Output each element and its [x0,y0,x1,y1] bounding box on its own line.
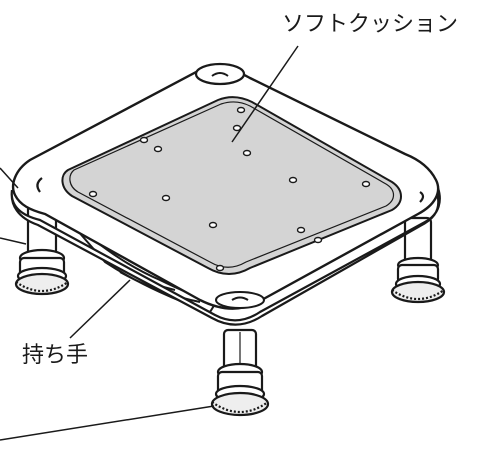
leader-handle [69,279,131,339]
leader-left-corner [0,167,19,189]
leg-front [210,328,270,417]
handle-label: 持ち手 [22,343,89,368]
leg-right [390,216,446,304]
soft-cushion-label: ソフトクッション [282,12,459,37]
leg-left [14,203,70,296]
soft-cushion [61,96,402,275]
leader-soft-cushion [231,45,299,143]
leader-lines [0,45,299,441]
leader-front-foot [0,405,215,441]
leader-left-leg [0,237,27,245]
